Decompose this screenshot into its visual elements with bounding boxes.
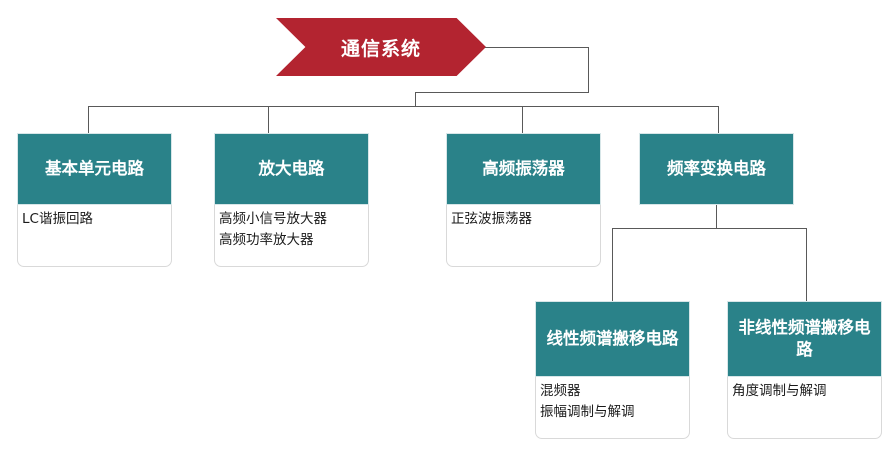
connector-drop-node-6: [806, 228, 807, 301]
connector-bus-level2: [612, 228, 806, 229]
node-label: 基本单元电路: [45, 158, 144, 178]
node-label: 线性频谱搬移电路: [546, 328, 679, 348]
node-frequency-conversion-circuit-header[interactable]: 频率变换电路: [639, 133, 794, 205]
connector-root-left: [415, 92, 589, 93]
node-basic-unit-circuit-header[interactable]: 基本单元电路: [17, 133, 172, 205]
connector-drop-node-1: [88, 106, 89, 133]
node-amplifier-circuit-body: 高频小信号放大器 高频功率放大器: [214, 205, 369, 267]
node-high-frequency-oscillator-body: 正弦波振荡器: [446, 205, 601, 267]
node-label: 频率变换电路: [667, 158, 766, 178]
connector-bus-level1: [88, 106, 718, 107]
connector-root-to-bus: [415, 92, 416, 107]
sub-item: 振幅调制与解调: [540, 403, 635, 420]
connector-drop-node-3: [522, 106, 523, 133]
sub-item: 高频小信号放大器: [219, 211, 327, 227]
connector-drop-node-4: [718, 106, 719, 133]
sub-item: 角度调制与解调: [732, 383, 827, 399]
sub-item: 混频器: [540, 383, 581, 399]
node-amplifier-circuit-header[interactable]: 放大电路: [214, 133, 369, 205]
root-node-label: 通信系统: [340, 37, 421, 60]
node-linear-spectrum-shift-circuit-body: 混频器 振幅调制与解调: [535, 377, 690, 439]
connector-drop-node-5: [612, 228, 613, 301]
sub-item: LC谐振回路: [22, 211, 93, 227]
connector-node4-down: [716, 205, 717, 228]
node-nonlinear-spectrum-shift-circuit-header[interactable]: 非线性频谱搬移电路: [727, 301, 882, 377]
node-basic-unit-circuit-body: LC谐振回路: [17, 205, 172, 267]
sub-item: 高频功率放大器: [219, 231, 314, 248]
node-label: 高频振荡器: [482, 158, 565, 178]
connector-root-right: [485, 47, 588, 48]
node-high-frequency-oscillator-header[interactable]: 高频振荡器: [446, 133, 601, 205]
root-node-communication-system[interactable]: 通信系统: [276, 18, 486, 76]
node-label: 放大电路: [258, 158, 325, 178]
node-linear-spectrum-shift-circuit-header[interactable]: 线性频谱搬移电路: [535, 301, 690, 377]
node-label: 非线性频谱搬移电路: [738, 317, 871, 359]
node-nonlinear-spectrum-shift-circuit-body: 角度调制与解调: [727, 377, 882, 439]
connector-drop-node-2: [268, 106, 269, 133]
connector-root-down: [588, 47, 589, 92]
sub-item: 正弦波振荡器: [451, 211, 532, 227]
